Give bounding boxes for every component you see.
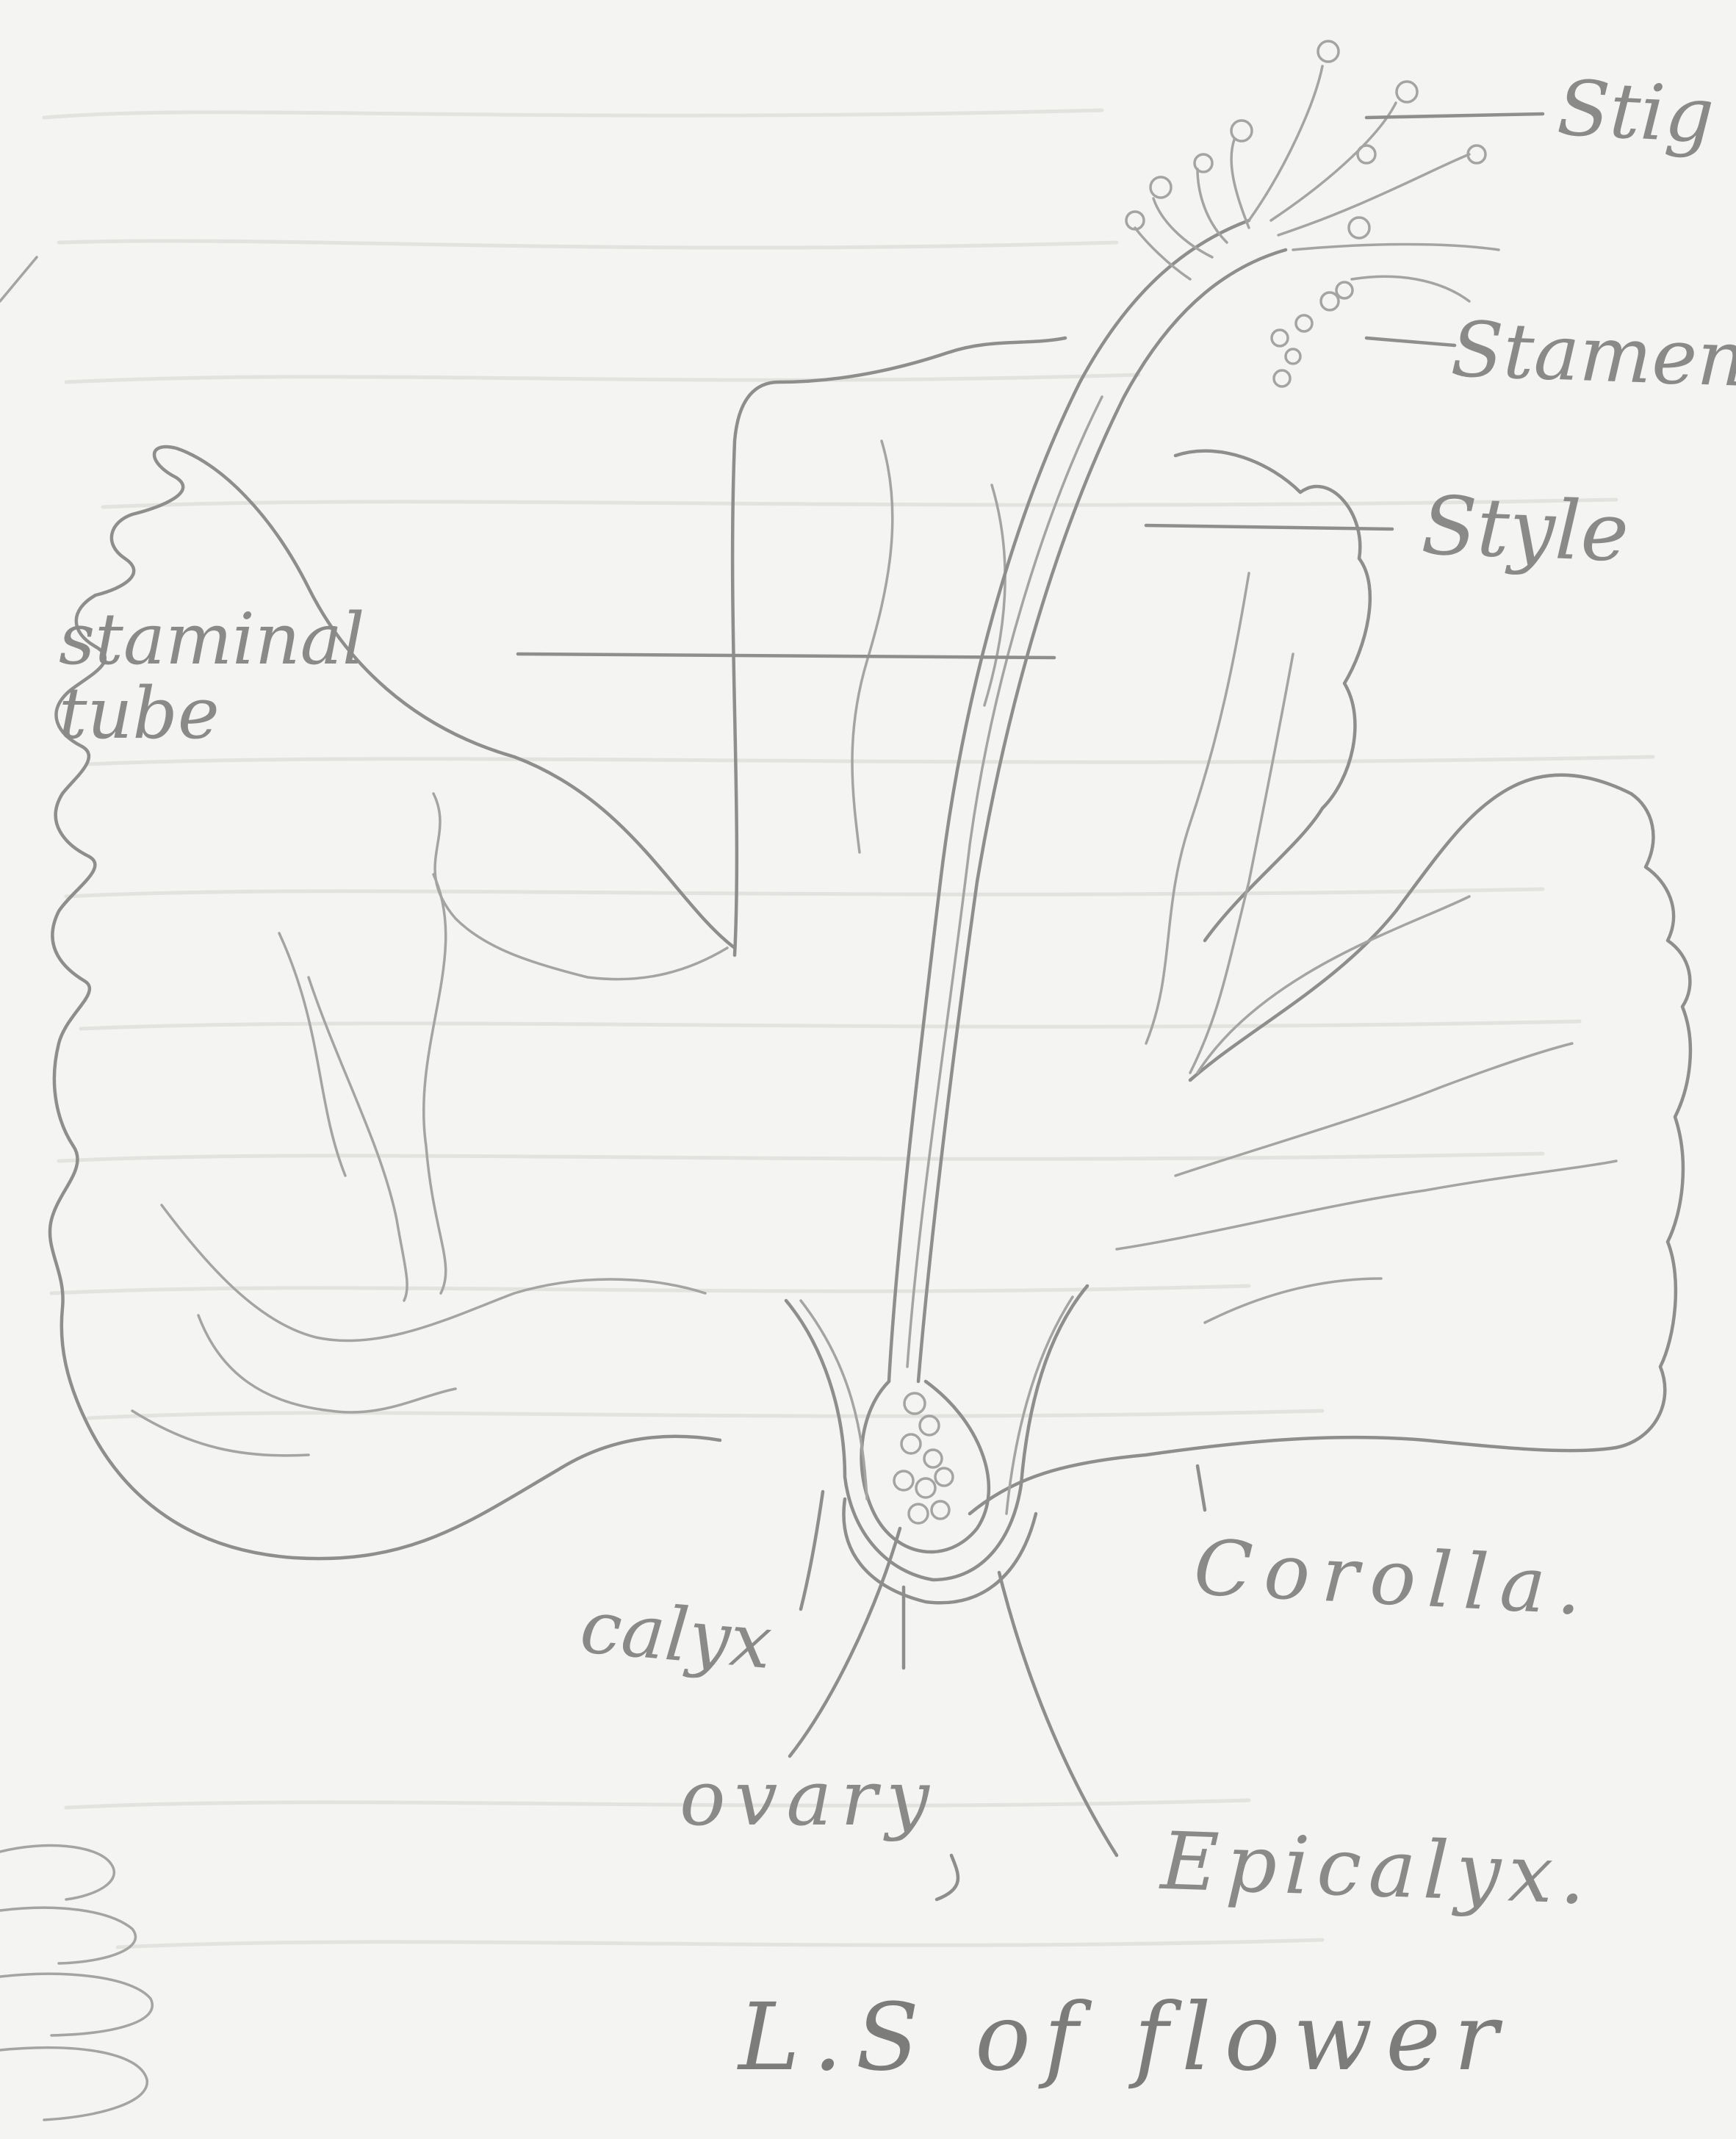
show-through-lines — [44, 110, 1653, 1947]
center-back-petal — [732, 338, 1065, 955]
label-epicalyx: Epicalyx. — [1159, 1822, 1594, 1916]
stigma-cluster — [1126, 41, 1499, 279]
label-ovary: ovary — [680, 1760, 938, 1836]
label-calyx: calyx — [577, 1590, 774, 1680]
label-style: Style — [1420, 485, 1630, 573]
label-staminal-tube: staminal tube — [59, 603, 514, 751]
right-petal — [1175, 451, 1370, 941]
label-stamen: Stamen — [1449, 311, 1736, 398]
staminal-column-left — [889, 220, 1249, 1381]
left-petal-fold — [433, 794, 727, 979]
stray-mark — [0, 257, 37, 301]
label-stigma: Stig — [1555, 70, 1715, 154]
far-right-petal — [1190, 775, 1690, 1448]
label-corolla: Corolla. — [1192, 1529, 1596, 1626]
ovules — [894, 1393, 953, 1523]
stamen-cluster — [1272, 276, 1469, 387]
partial-sketch-bottom-left — [0, 1846, 152, 2120]
diagram-caption: L.S of flower — [738, 1991, 1511, 2084]
